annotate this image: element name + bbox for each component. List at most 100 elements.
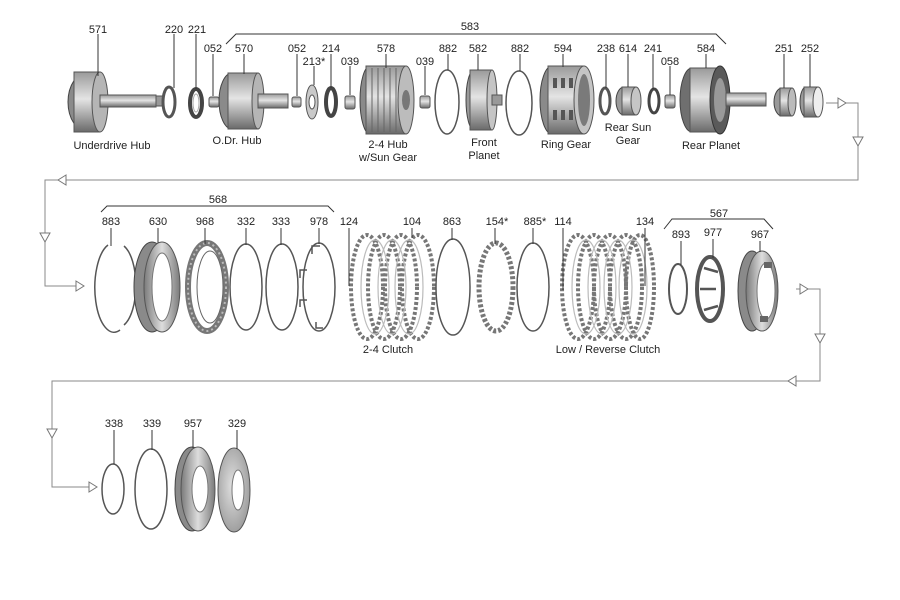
part-number-863: 863 (443, 216, 461, 228)
part-number-570: 570 (235, 43, 253, 55)
clutch-pack-low-reverse (560, 233, 656, 341)
piston-630 (133, 241, 181, 333)
piston-957 (174, 446, 216, 532)
part-number-039b: 039 (416, 56, 434, 68)
bushing-039a (344, 95, 356, 110)
bracket-567 (663, 218, 774, 230)
part-number-883: 883 (102, 216, 120, 228)
part-number-052b: 052 (288, 43, 306, 55)
part-number-568: 568 (209, 194, 227, 206)
part-number-594: 594 (554, 43, 572, 55)
snap-ring-052b (291, 96, 302, 108)
rear-planet (679, 65, 767, 135)
leaders-row3 (113, 430, 238, 464)
leaders-row2 (110, 228, 761, 290)
part-number-154: 154* (486, 216, 509, 228)
bearing-214 (324, 86, 338, 118)
part-number-251: 251 (775, 43, 793, 55)
part-number-114: 114 (554, 216, 572, 228)
bearing-251 (773, 87, 797, 117)
caption-rear-planet: Rear Planet (682, 140, 740, 152)
snap-ring-052a (208, 96, 220, 108)
part-number-338: 338 (105, 418, 123, 430)
snap-ring-893 (668, 263, 688, 315)
plate-154 (476, 240, 516, 334)
labels-row3: 338 339 957 329 (105, 418, 246, 430)
part-number-614: 614 (619, 43, 637, 55)
snap-ring-882a (434, 69, 460, 135)
overdrive-hub (218, 72, 289, 130)
spring-968 (185, 240, 229, 334)
part-number-220: 220 (165, 24, 183, 36)
caption-ring-gear: Ring Gear (541, 139, 591, 151)
part-number-339: 339 (143, 418, 161, 430)
caption-hub24-line2: w/Sun Gear (358, 152, 417, 164)
part-number-124: 124 (340, 216, 358, 228)
part-number-893: 893 (672, 229, 690, 241)
washer-238 (598, 86, 612, 116)
part-number-058: 058 (661, 56, 679, 68)
part-number-333: 333 (272, 216, 290, 228)
bushing-058 (664, 94, 676, 109)
part-number-882a: 882 (439, 43, 457, 55)
part-number-104: 104 (403, 216, 421, 228)
part-number-882b: 882 (511, 43, 529, 55)
bearing-221 (188, 87, 204, 119)
part-number-885: 885* (524, 216, 547, 228)
seal-339 (134, 448, 168, 530)
bearing-241 (647, 87, 661, 115)
part-number-567: 567 (710, 208, 728, 220)
part-number-967: 967 (751, 229, 769, 241)
part-number-238: 238 (597, 43, 615, 55)
part-number-583: 583 (461, 21, 479, 33)
caption-rear-sun-line2: Gear (616, 135, 641, 147)
piston-967 (737, 250, 779, 332)
part-number-578: 578 (377, 43, 395, 55)
caption-front-planet-line1: Front (471, 137, 497, 149)
seal-333 (265, 243, 299, 331)
reaction-plate-329 (217, 447, 251, 533)
part-number-221: 221 (188, 24, 206, 36)
part-number-039a: 039 (341, 56, 359, 68)
bushing-039b (419, 95, 431, 109)
caption-2-4-clutch: 2-4 Clutch (363, 344, 413, 356)
snap-ring-863 (435, 238, 471, 336)
caption-low-reverse-clutch: Low / Reverse Clutch (556, 344, 661, 356)
seal-332 (229, 243, 263, 331)
part-number-630: 630 (149, 216, 167, 228)
bearing-cup-252 (799, 86, 824, 118)
caption-odr-hub: O.Dr. Hub (213, 135, 262, 147)
bracket-583 (225, 33, 727, 45)
part-number-977: 977 (704, 227, 722, 239)
snap-ring-883 (94, 244, 137, 333)
spring-977 (695, 255, 725, 323)
part-number-052a: 052 (204, 43, 222, 55)
thrust-washer-220 (161, 85, 177, 119)
underdrive-hub (67, 71, 165, 133)
part-number-332: 332 (237, 216, 255, 228)
bracket-568 (100, 205, 335, 213)
thrust-washer-213 (305, 84, 319, 120)
front-planet (465, 69, 503, 131)
caption-hub24-line1: 2-4 Hub (368, 139, 407, 151)
part-number-582: 582 (469, 43, 487, 55)
part-number-584: 584 (697, 43, 715, 55)
snap-ring-882b (505, 70, 533, 136)
part-number-214: 214 (322, 43, 340, 55)
part-number-957: 957 (184, 418, 202, 430)
clutch-pack-2-4 (349, 233, 436, 341)
caption-rear-sun-line1: Rear Sun (605, 122, 651, 134)
part-number-571: 571 (89, 24, 107, 36)
part-number-978: 978 (310, 216, 328, 228)
caption-front-planet-line2: Planet (468, 150, 499, 162)
part-number-252: 252 (801, 43, 819, 55)
leaders-row1 (97, 34, 811, 96)
part-number-968: 968 (196, 216, 214, 228)
part-number-134: 134 (636, 216, 654, 228)
caption-underdrive-hub: Underdrive Hub (73, 140, 150, 152)
hub-2-4-sun-gear (359, 65, 415, 135)
snap-ring-978 (299, 242, 336, 332)
flow-lines (44, 102, 859, 488)
